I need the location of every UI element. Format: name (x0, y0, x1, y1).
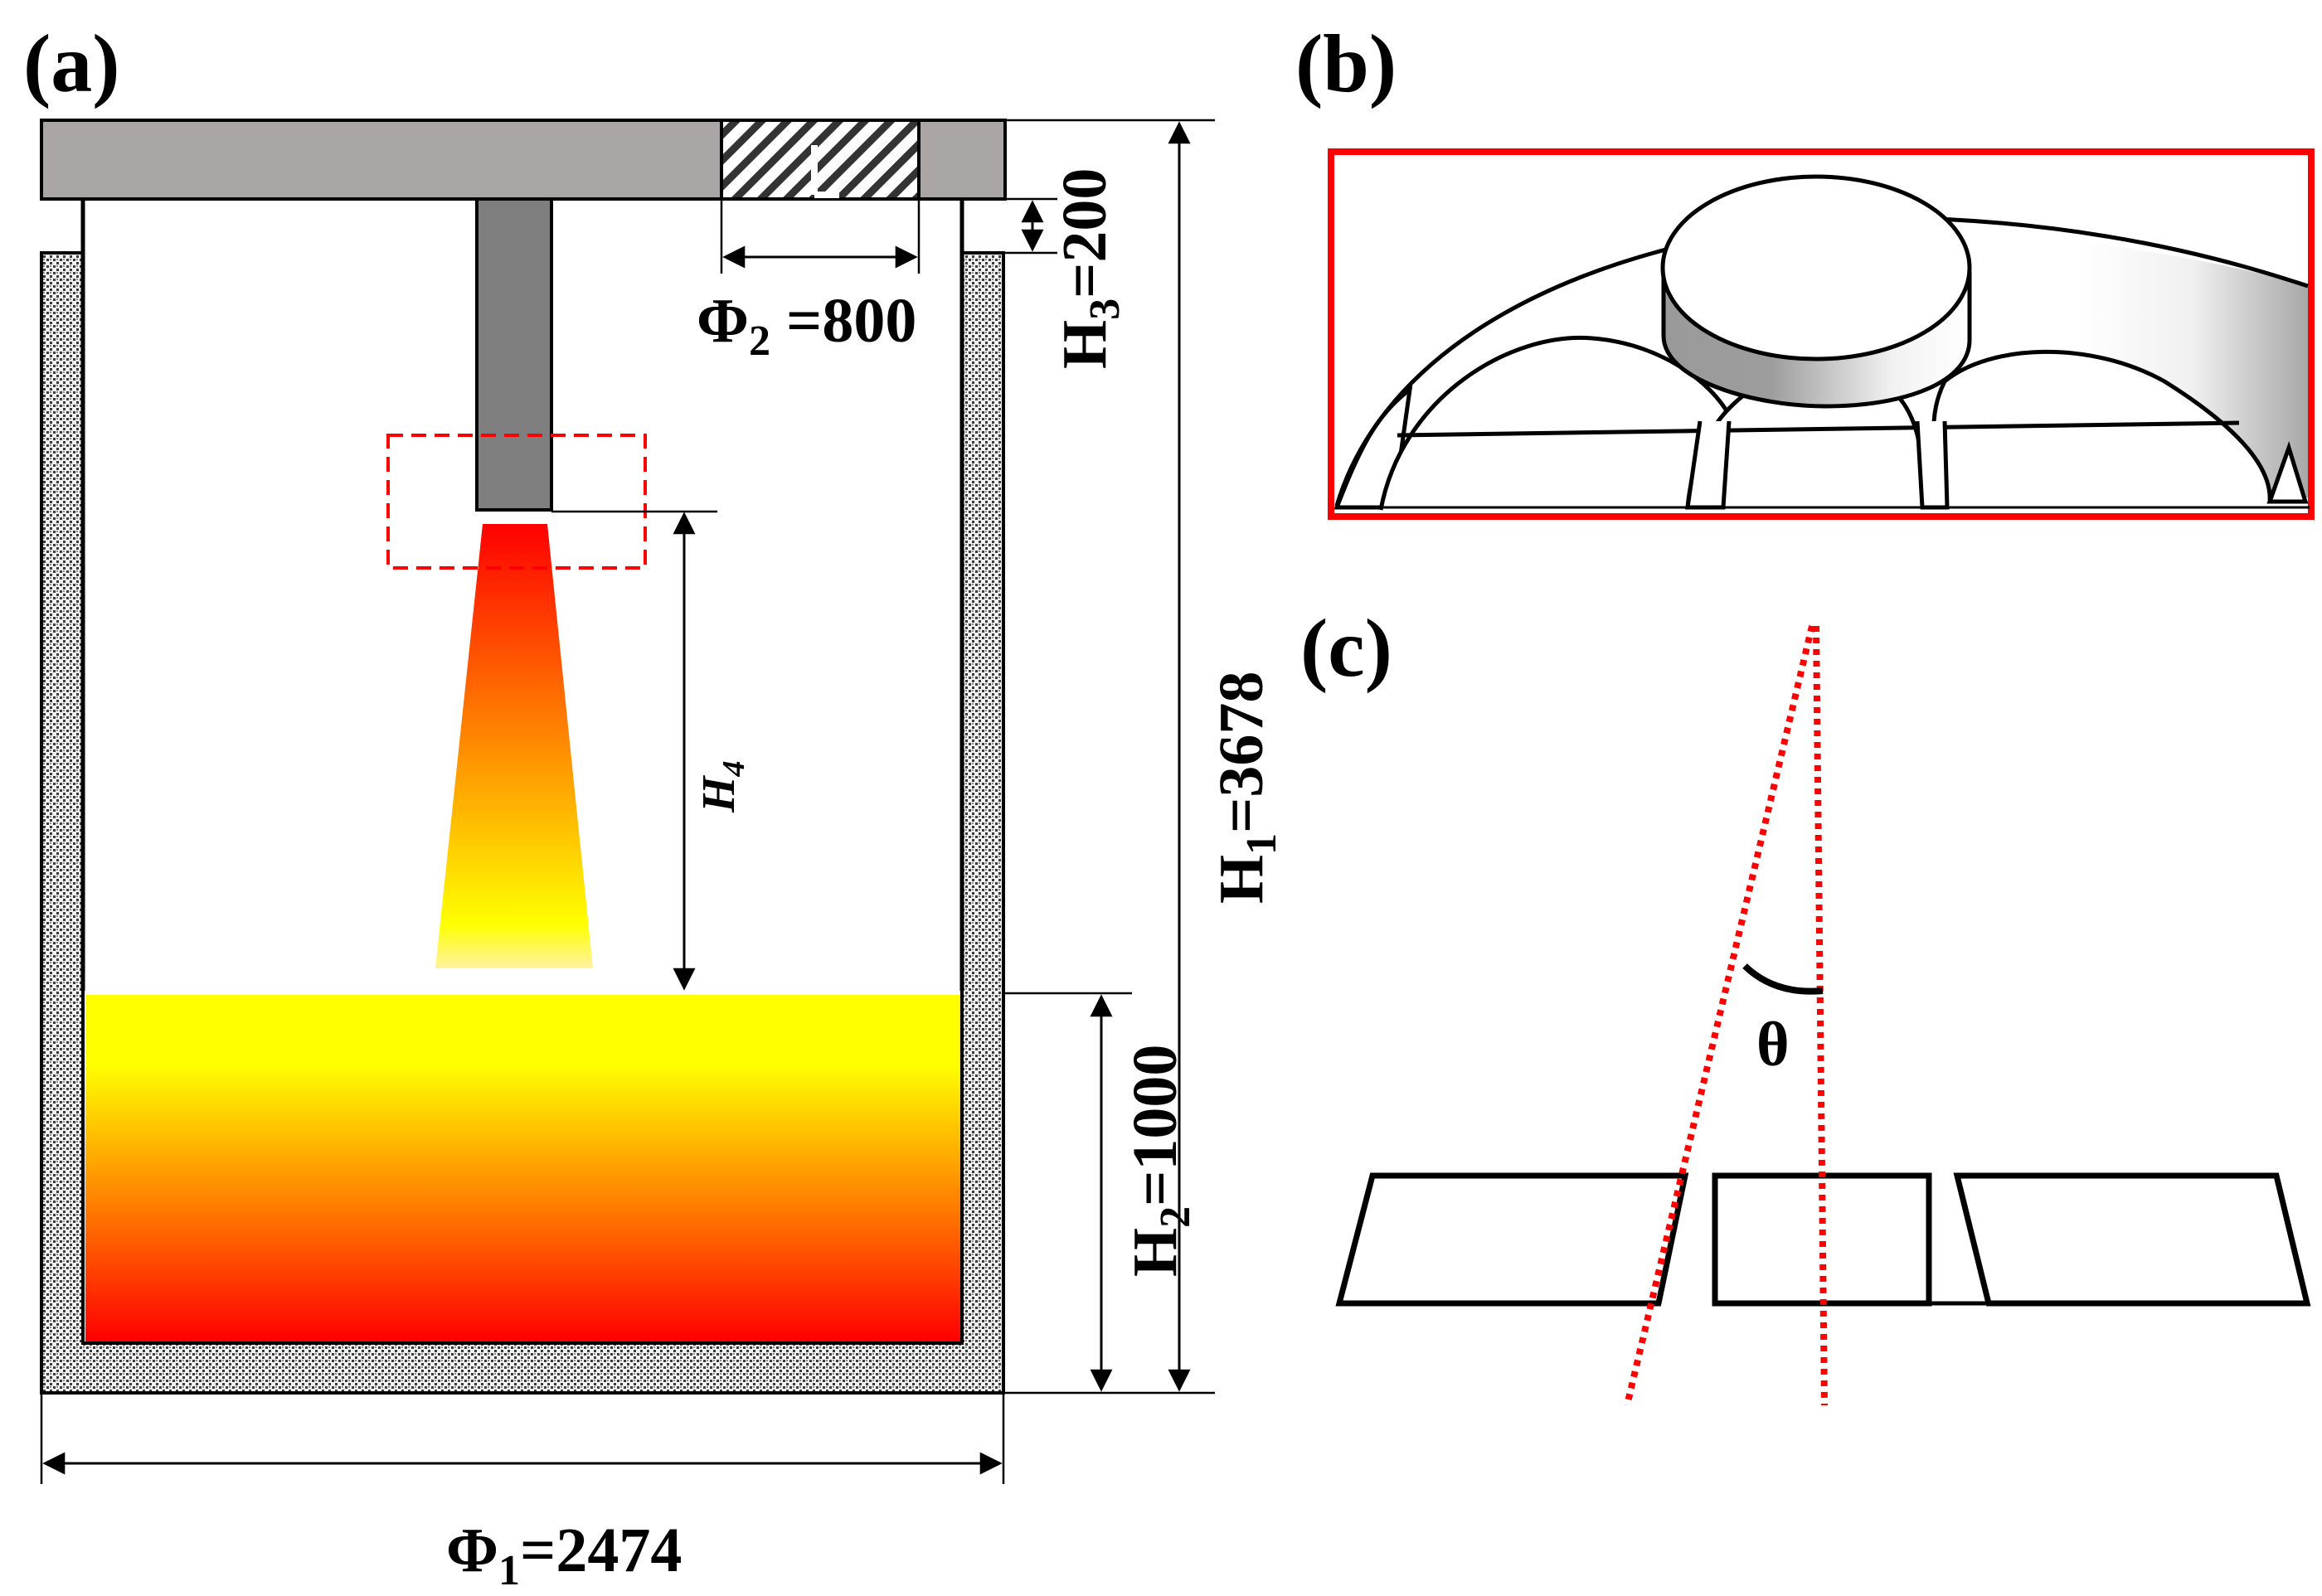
oxygen-lance (475, 197, 553, 512)
section-left-block (1335, 1172, 1689, 1307)
h4-label: H4 (693, 760, 751, 813)
nozzle-leg-2 (1915, 420, 1950, 510)
h3-label: H3=200 (1050, 168, 1129, 369)
panel-a-label: (a) (23, 17, 120, 109)
phi1-label: Φ1=2474 (446, 1516, 682, 1594)
h2-label: H2=1000 (1120, 1045, 1199, 1277)
flame-jet (435, 524, 593, 968)
theta-label: θ (1756, 1010, 1790, 1079)
h1-label: H1=3678 (1207, 672, 1285, 904)
vertical-axis-line (1813, 625, 1828, 1406)
nozzle-cylinder-top (1660, 174, 1972, 361)
section-right-block (1953, 1172, 2311, 1307)
phi2-label: Φ2 =800 (697, 286, 916, 365)
panel-a: (a) H4 Φ2 =800 H3=200 (23, 17, 1285, 1594)
molten-bath (85, 995, 960, 1341)
lid-opening-hatched (720, 119, 921, 201)
theta-angle-arc (1742, 963, 1824, 995)
panel-b: (b) (1295, 17, 2315, 520)
panel-b-label: (b) (1295, 17, 1397, 109)
nozzle-base-line (1397, 420, 2240, 438)
detail-highlight-box (386, 434, 647, 570)
nozzle-right-lip (2266, 441, 2309, 504)
panel-c-label: (c) (1300, 602, 1392, 694)
panel-c: (c) θ (1300, 602, 2311, 1406)
